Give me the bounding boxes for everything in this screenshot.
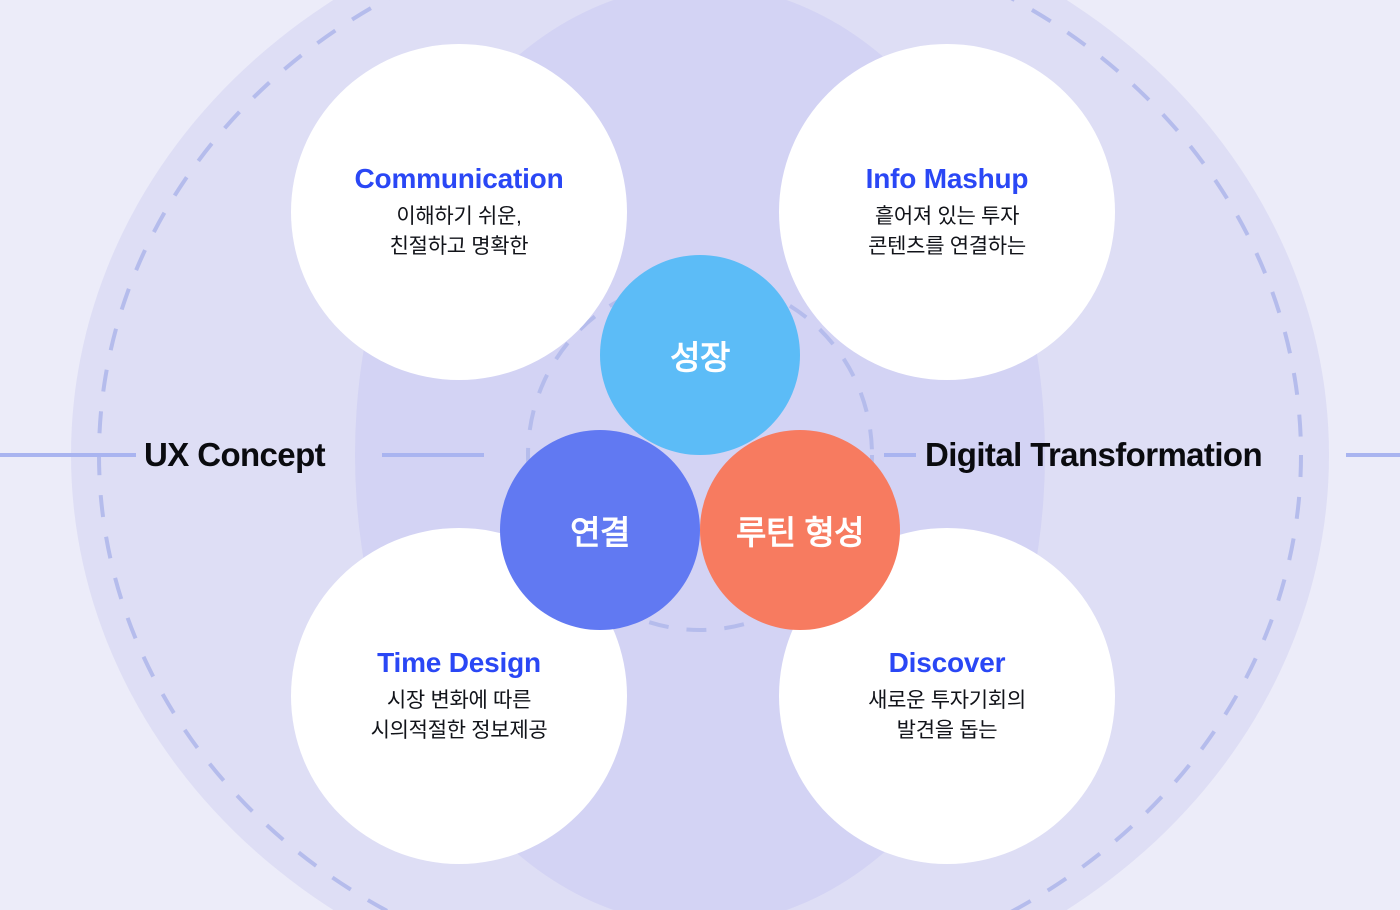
axis-label-ux-concept: UX Concept [144,436,326,473]
bubble-desc-line-2: 친절하고 명확한 [389,235,529,259]
core-circle-label: 루틴 형성 [735,514,865,551]
bubble-desc-line-1: 흩어져 있는 투자 [874,204,1020,228]
axis-label-digital-transformation: Digital Transformation [925,436,1263,473]
bubble-title: Time Design [377,646,541,678]
bubble-desc-line-2: 콘텐츠를 연결하는 [868,235,1026,259]
core-circle-growth[interactable]: 성장 [600,255,800,455]
bubble-desc-line-2: 발견을 돕는 [896,719,998,743]
bubble-title: Discover [888,646,1006,678]
bubble-title: Info Mashup [865,162,1029,194]
core-circle-connect[interactable]: 연결 [500,430,700,630]
core-circle-label: 연결 [570,514,630,551]
bubble-communication[interactable]: Communication 이해하기 쉬운, 친절하고 명확한 [291,44,627,380]
bubble-desc-line-2: 시의적절한 정보제공 [370,719,548,743]
core-circle-label: 성장 [670,339,730,376]
bubble-info-mashup[interactable]: Info Mashup 흩어져 있는 투자 콘텐츠를 연결하는 [779,44,1115,380]
bubble-title: Communication [354,162,564,194]
core-circle-routine[interactable]: 루틴 형성 [700,430,900,630]
bubble-desc-line-1: 이해하기 쉬운, [396,204,522,228]
bubble-desc-line-1: 시장 변화에 따른 [386,688,532,712]
bubble-desc-line-1: 새로운 투자기회의 [868,688,1026,712]
